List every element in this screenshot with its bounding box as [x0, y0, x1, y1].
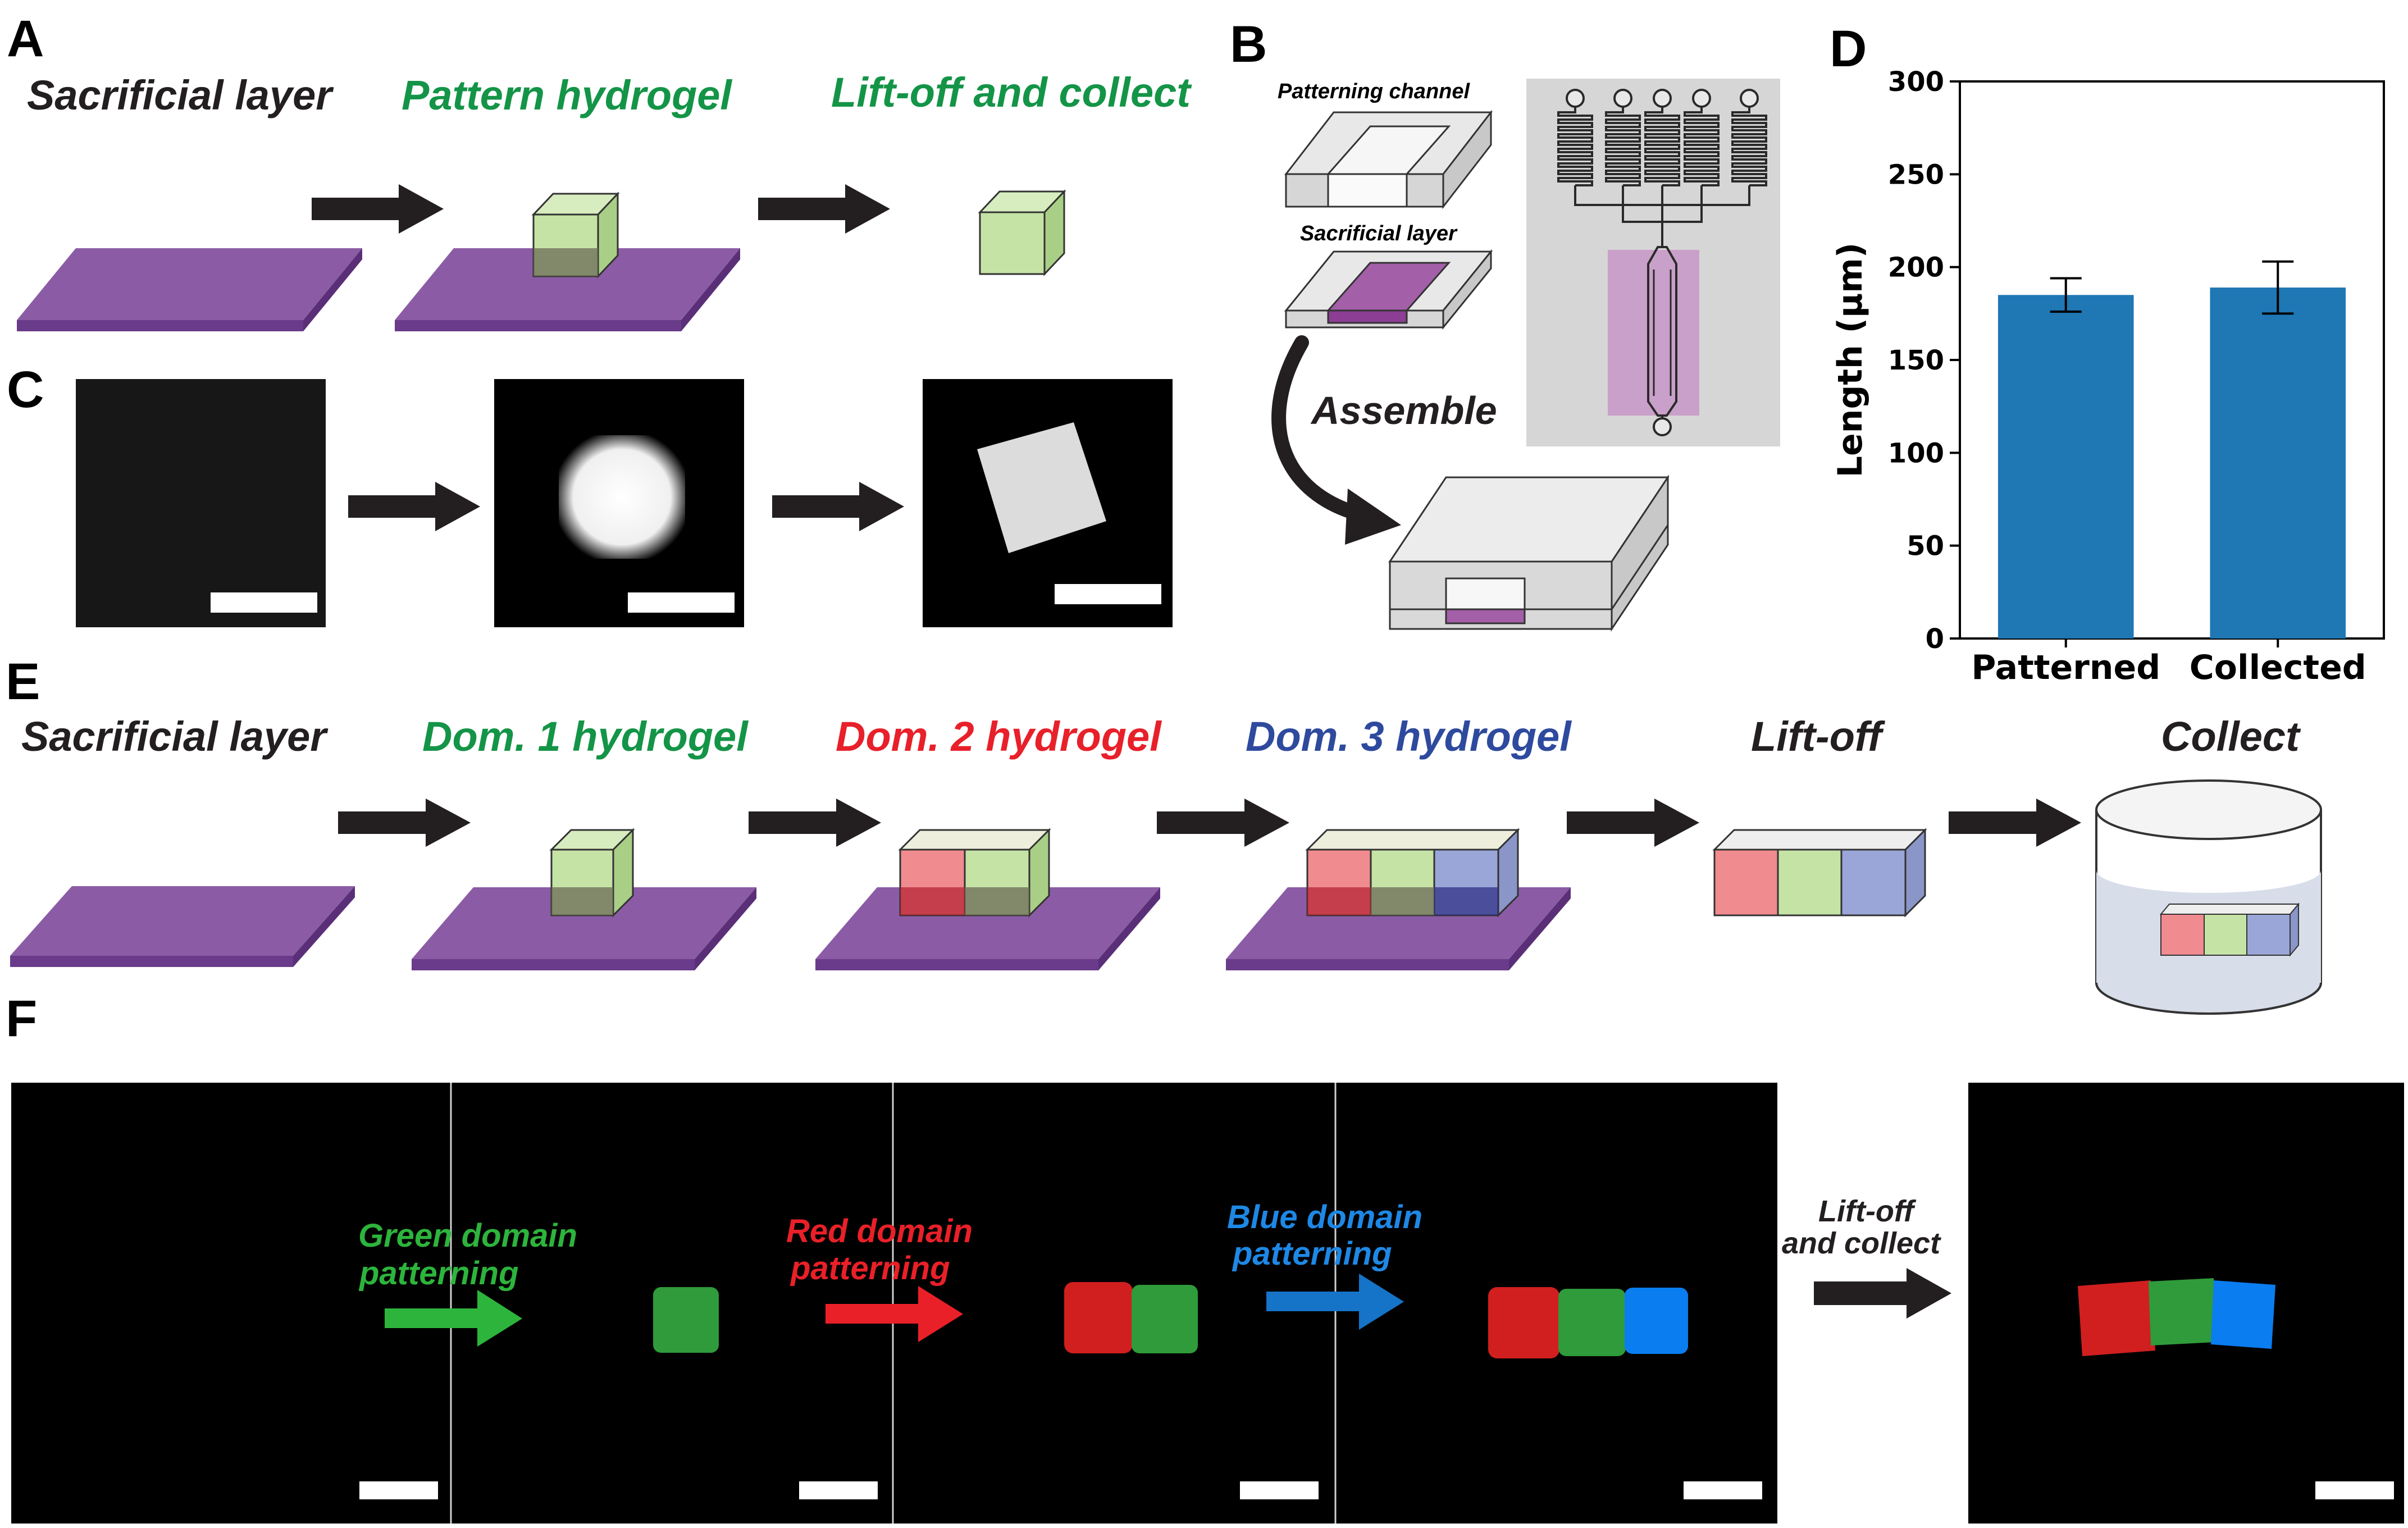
bar-patterned	[1997, 295, 2134, 638]
step-e-domain-1: Dom. 1 hydrogel	[422, 713, 749, 760]
step-e-collect: Collect	[2161, 713, 2301, 760]
bar-collected	[2210, 288, 2346, 638]
patterning-channel-label: Patterning channel	[1278, 80, 1470, 103]
step-e-lift-off: Lift-off	[1751, 713, 1885, 760]
step-sacrificial-layer: Sacrificial layer	[27, 72, 334, 118]
arrow-right-icon	[348, 482, 480, 531]
panel-d-label: D	[1830, 20, 1867, 77]
y-tick-label: 250	[1888, 159, 1944, 190]
slab-domain-2	[815, 828, 1160, 970]
panel-a-label: A	[7, 10, 44, 67]
blue-arrow-icon	[1266, 1274, 1404, 1330]
blue-step-line2: patterning	[1232, 1235, 1392, 1272]
y-tick-label: 0	[1926, 623, 1944, 655]
liftoff-line1: Lift-off	[1818, 1194, 1917, 1228]
sacrificial-layer-label: Sacrificial layer	[1300, 222, 1458, 245]
assembled-device	[1388, 475, 1670, 632]
red-green-blue-domain-image	[1488, 1287, 1688, 1358]
y-tick-label: 200	[1888, 252, 1944, 284]
micrograph-empty	[76, 379, 326, 627]
x-tick-label: Patterned	[1971, 648, 2160, 687]
scale-bar	[1684, 1481, 1762, 1499]
panel-a: A Sacrificial layer Pattern hydrogel Lif…	[7, 10, 1192, 331]
arrow-right-icon	[1814, 1268, 1951, 1319]
red-green-domain-image	[1064, 1282, 1198, 1353]
blue-step-line1: Blue domain	[1227, 1199, 1422, 1235]
chip-layout	[1526, 79, 1780, 446]
arrow-head-icon	[1345, 489, 1401, 545]
scale-bar	[628, 592, 735, 613]
panel-f: F Green domain patterning Red domain pat…	[6, 990, 2404, 1524]
green-step-line1: Green domain	[358, 1217, 577, 1254]
hydrogel-cube	[978, 189, 1066, 276]
collected-hydrogel-image	[977, 422, 1106, 553]
step-pattern-hydrogel: Pattern hydrogel	[402, 72, 732, 118]
patterned-hydrogel-image	[559, 435, 685, 559]
panel-c-label: C	[7, 361, 44, 418]
panel-f-label: F	[6, 990, 37, 1047]
panel-c: C	[7, 361, 1173, 627]
y-tick-label: 150	[1888, 345, 1944, 376]
y-tick-label: 100	[1888, 437, 1944, 469]
red-step-line2: patterning	[790, 1250, 950, 1287]
slab-domain-1	[412, 828, 756, 970]
arrow-right-icon	[1567, 799, 1699, 847]
assemble-curved-arrow	[1271, 335, 1378, 524]
x-tick-label: Collected	[2190, 648, 2366, 687]
arrow-right-icon	[1157, 799, 1289, 847]
scale-bar	[2315, 1481, 2394, 1499]
scale-bar	[799, 1481, 878, 1499]
micrograph-strip	[11, 1083, 1777, 1524]
scale-bar	[1055, 584, 1161, 604]
arrow-right-icon	[758, 184, 890, 234]
panel-e-label: E	[6, 653, 40, 710]
sacrificial-slab	[17, 248, 362, 331]
sacrificial-slab-with-hydrogel	[395, 191, 740, 331]
three-domain-hydrogel	[1712, 828, 1927, 918]
y-tick-label: 300	[1888, 66, 1944, 98]
collected-3domain-image	[2078, 1278, 2275, 1356]
red-arrow-icon	[826, 1286, 963, 1342]
y-axis-label: Length (µm)	[1831, 243, 1870, 477]
arrow-right-icon	[772, 482, 904, 531]
collection-beaker	[2095, 779, 2322, 1015]
scale-bar	[211, 592, 317, 613]
scale-bar	[359, 1481, 438, 1499]
red-step-line1: Red domain	[786, 1213, 973, 1249]
step-lift-off-collect: Lift-off and collect	[831, 69, 1192, 116]
scale-bar	[1240, 1481, 1319, 1499]
sacrificial-slab	[10, 886, 355, 967]
panel-b-label: B	[1230, 16, 1267, 73]
arrow-right-icon	[312, 184, 444, 234]
y-tick-label: 50	[1907, 531, 1944, 562]
panel-b: B Patterning channel Sacrificial layer A…	[1230, 16, 1780, 632]
slab-domain-3	[1226, 828, 1571, 970]
green-step-line2: patterning	[358, 1255, 519, 1292]
green-arrow-icon	[385, 1290, 522, 1347]
sacrificial-layer-block	[1284, 249, 1493, 330]
assemble-label: Assemble	[1310, 389, 1497, 432]
panel-e: E Sacrificial layer Dom. 1 hydrogel Dom.…	[6, 653, 2322, 1015]
patterning-channel-block	[1284, 110, 1493, 209]
green-domain-image	[653, 1287, 719, 1353]
step-e-domain-2: Dom. 2 hydrogel	[836, 713, 1162, 760]
step-e-sacrificial: Sacrificial layer	[21, 713, 329, 760]
step-e-domain-3: Dom. 3 hydrogel	[1246, 713, 1572, 760]
arrow-right-icon	[749, 799, 881, 847]
arrow-right-icon	[338, 799, 471, 847]
arrow-right-icon	[1949, 799, 2081, 847]
liftoff-line2: and collect	[1782, 1226, 1941, 1260]
